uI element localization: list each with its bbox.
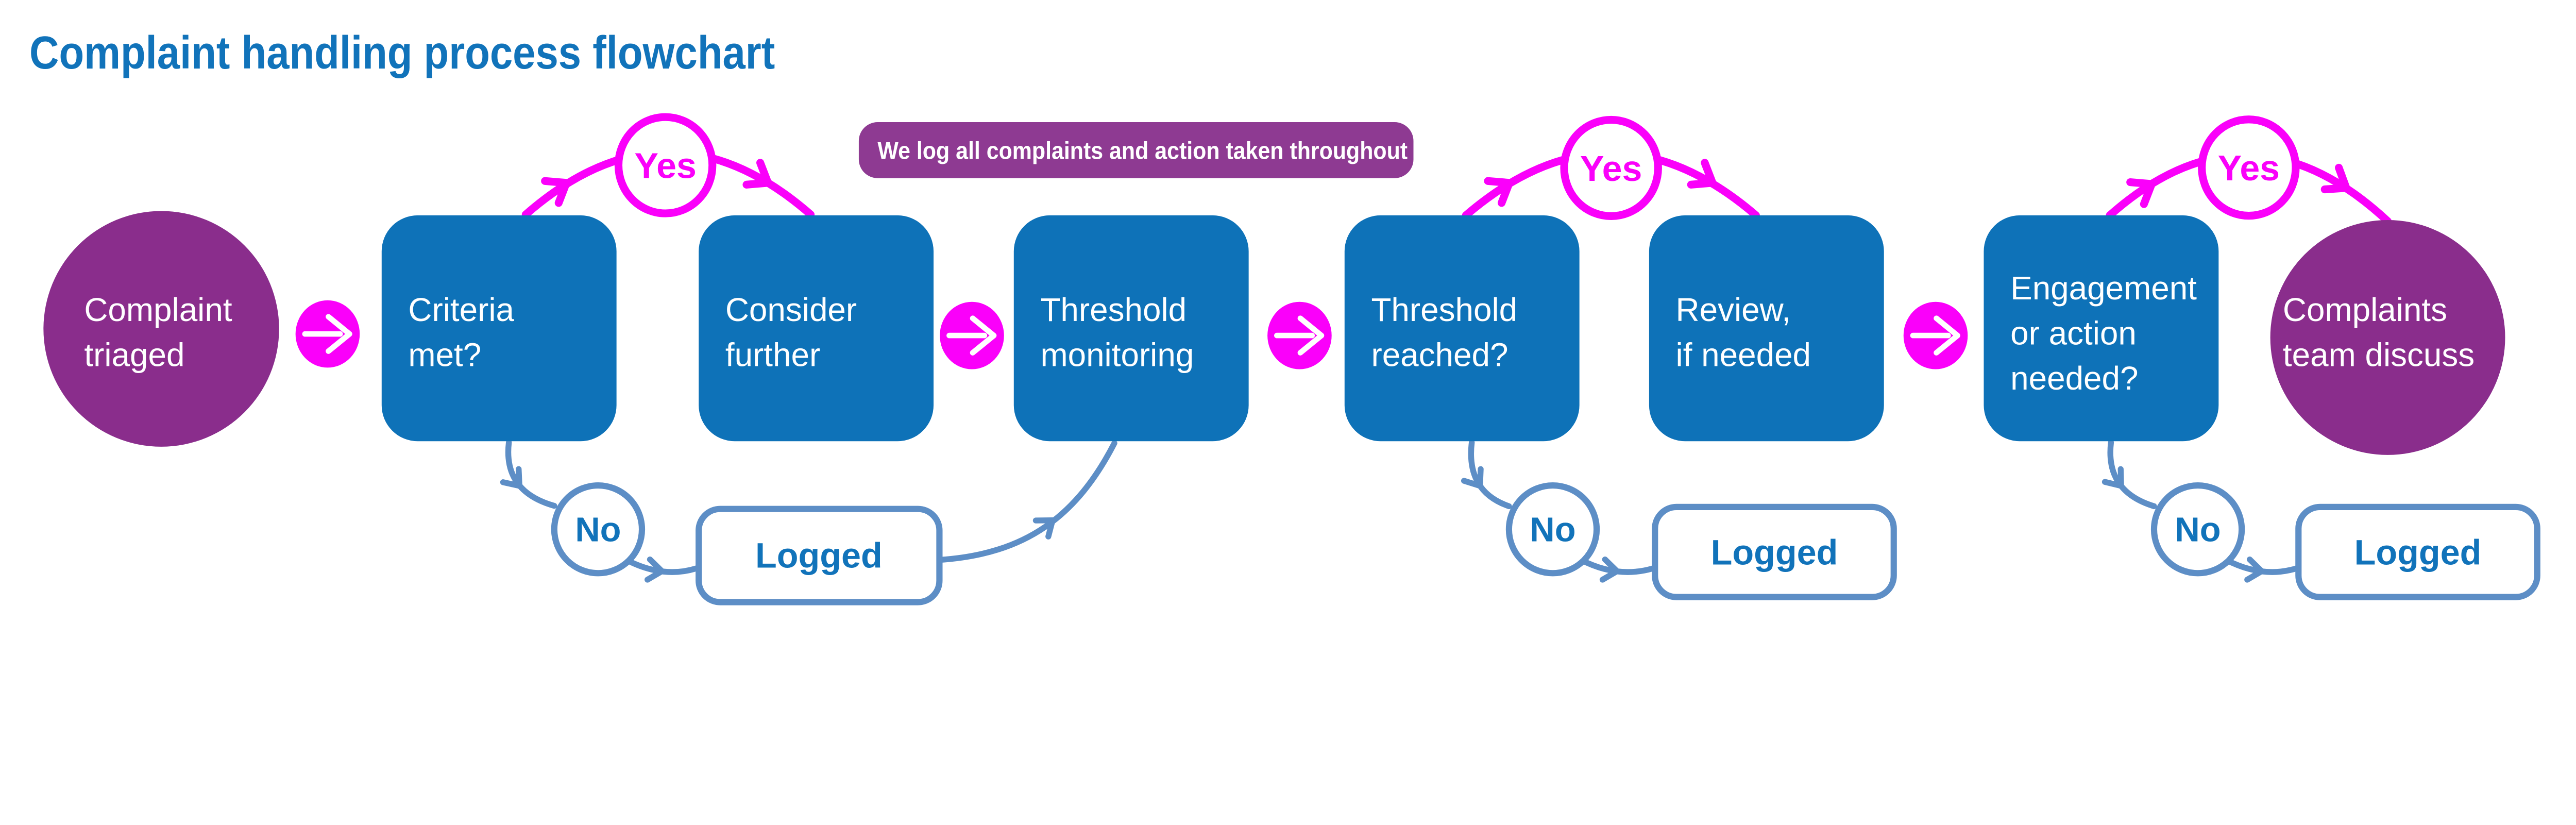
arrowhead-icon <box>1032 517 1056 540</box>
arrowhead-icon <box>2126 178 2156 208</box>
node-label-line: or action <box>2010 315 2137 352</box>
arrowhead-icon <box>1687 159 1717 189</box>
yes-badge-1: Yes <box>614 113 717 217</box>
arrowhead-icon <box>2244 557 2265 583</box>
node-criteria-met: Criteria met? <box>381 215 617 442</box>
node-label-line: Criteria <box>408 291 514 328</box>
node-threshold-monitoring: Threshold monitoring <box>1013 215 1249 442</box>
logged-label: Logged <box>2354 533 2482 573</box>
arrowhead-icon <box>2102 466 2124 489</box>
yes-badge-circle <box>2198 115 2300 220</box>
node-label-line: reached? <box>1371 336 1508 373</box>
arrow-connector-4 <box>1903 301 1968 369</box>
process-box <box>699 215 934 442</box>
node-consider-further: Consider further <box>699 215 934 442</box>
connector-engagement-to-no <box>2107 439 2157 510</box>
node-engagement-or-action-needed: Engagement or action needed? <box>1984 215 2219 442</box>
process-box <box>381 215 617 442</box>
yes-badge-2: Yes <box>1560 115 1662 220</box>
node-label-line: met? <box>408 336 481 373</box>
arrowhead-icon <box>742 159 772 189</box>
arrowhead-icon <box>1461 466 1484 489</box>
yes-badge-3: Yes <box>2198 115 2300 220</box>
arrow-connector-1 <box>295 300 360 368</box>
logged-node-3: Logged <box>2295 503 2540 600</box>
no-badge-circle <box>1505 482 1600 577</box>
node-label-line: Engagement <box>2010 270 2197 307</box>
arrow-connector-3 <box>1267 301 1332 369</box>
node-label-line: needed? <box>2010 360 2138 397</box>
yes-label: Yes <box>2218 148 2280 188</box>
no-badge-1: No <box>551 482 646 577</box>
node-label-line: Threshold <box>1371 291 1517 328</box>
logged-node-1: Logged <box>696 506 943 605</box>
logged-label: Logged <box>1711 533 1838 573</box>
arrowhead-icon <box>1484 177 1514 207</box>
log-banner-background <box>858 122 1414 178</box>
no-branch-1 <box>500 439 1117 583</box>
no-label: No <box>2175 511 2221 549</box>
yes-badge-circle <box>614 113 717 217</box>
arrow-connector-2 <box>940 301 1004 369</box>
logged-box <box>1652 503 1897 600</box>
logged-label: Logged <box>755 536 883 576</box>
no-badge-circle <box>2150 482 2245 577</box>
arrowhead-icon <box>1599 557 1620 583</box>
no-badge-2: No <box>1505 482 1600 577</box>
no-label: No <box>575 511 621 549</box>
no-branch-2 <box>1461 439 1656 583</box>
yes-badge-circle <box>1560 115 1662 220</box>
end-circle <box>2270 220 2505 455</box>
node-label-line: further <box>725 336 820 373</box>
no-badge-3: No <box>2150 482 2245 577</box>
node-label-line: Review, <box>1676 291 1791 328</box>
node-label-line: if needed <box>1676 336 1811 373</box>
no-badge-circle <box>551 482 646 577</box>
arrowhead-icon <box>2320 163 2350 194</box>
node-complaints-team-discuss: Complaints team discuss <box>2270 220 2505 455</box>
yes-label: Yes <box>1580 148 1642 189</box>
connector-criteria-to-no <box>505 439 557 509</box>
node-label-line: triaged <box>84 336 184 373</box>
process-box <box>1649 215 1884 442</box>
node-label-line: Complaint <box>84 291 232 328</box>
log-banner-label: We log all complaints and action taken t… <box>877 137 1408 164</box>
arrowhead-icon <box>500 466 522 489</box>
no-label: No <box>1530 511 1575 549</box>
node-label-line: team discuss <box>2283 336 2475 373</box>
logged-node-2: Logged <box>1652 503 1897 600</box>
flowchart-canvas: Complaint handling process flowchart <box>29 27 2540 605</box>
arrowhead-icon <box>645 557 665 583</box>
node-label-line: Consider <box>725 291 857 328</box>
right-arrow-icon <box>1910 315 1960 356</box>
yes-label: Yes <box>634 146 696 186</box>
logged-box <box>696 506 943 605</box>
start-circle <box>43 211 279 447</box>
process-box <box>1013 215 1249 442</box>
node-threshold-reached: Threshold reached? <box>1344 215 1580 442</box>
logged-box <box>2295 503 2540 600</box>
process-box <box>1984 215 2219 442</box>
right-arrow-icon <box>946 315 997 356</box>
process-box <box>1344 215 1580 442</box>
node-complaint-triaged: Complaint triaged <box>43 211 279 447</box>
log-banner: We log all complaints and action taken t… <box>858 122 1414 178</box>
no-branch-3 <box>2102 439 2299 583</box>
right-arrow-icon <box>1274 315 1325 356</box>
node-label-line: Threshold <box>1040 291 1187 328</box>
node-review-if-needed: Review, if needed <box>1649 215 1884 442</box>
connector-logged-to-monitoring <box>937 440 1117 563</box>
page-title: Complaint handling process flowchart <box>29 27 775 78</box>
right-arrow-icon <box>302 314 352 354</box>
node-label-line: monitoring <box>1040 336 1194 373</box>
connector-reached-to-no <box>1468 439 1512 510</box>
arrowhead-icon <box>541 177 570 207</box>
node-label-line: Complaints <box>2283 291 2447 328</box>
